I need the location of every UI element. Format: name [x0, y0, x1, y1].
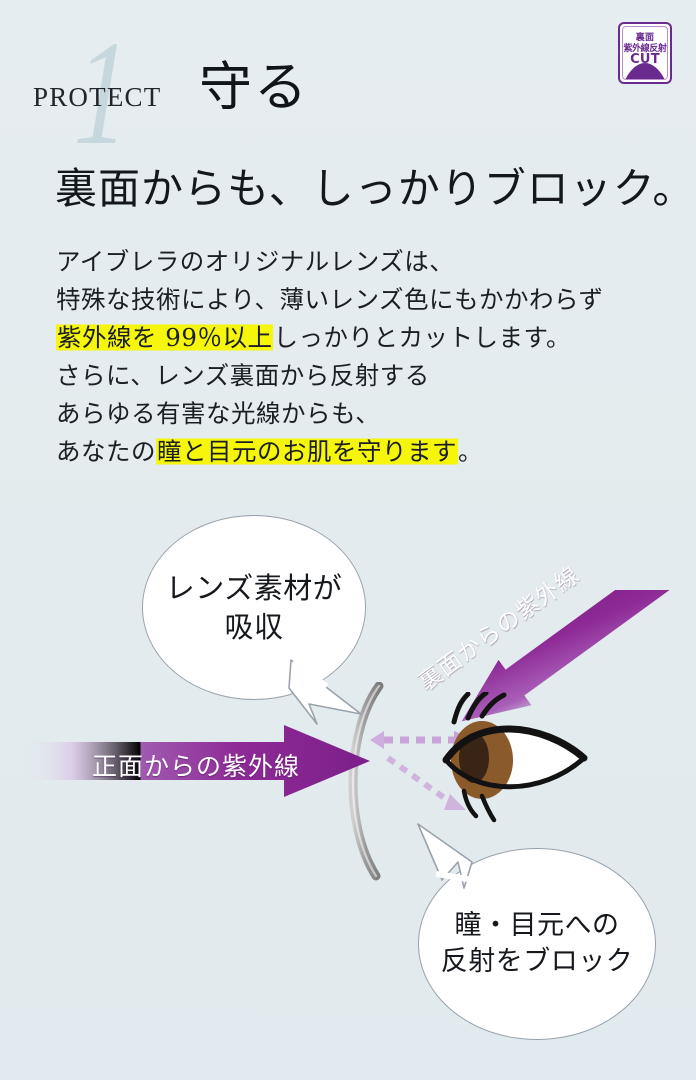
- badge-arc-shape: [623, 63, 667, 79]
- body-line-4: さらに、レンズ裏面から反射する: [56, 361, 430, 390]
- badge-line-2: 紫外線反射: [623, 44, 667, 54]
- bubble-absorb-line-1: レンズ素材が: [165, 571, 343, 606]
- bubble-absorb-line-2: 吸収: [224, 609, 284, 644]
- eye-illustration: [442, 692, 588, 823]
- section-eyebrow-protect: PROTECT: [33, 82, 162, 112]
- badge-inner-frame: 裏面 紫外線反射 CUT: [622, 26, 668, 80]
- body-line-6-tail: 。: [458, 437, 483, 466]
- lens-arc-icon: [348, 682, 384, 881]
- speech-bubble-absorb-tail: [288, 659, 362, 725]
- body-line-6-head: あなたの: [56, 437, 156, 466]
- front-uv-arrow-label: 正面からの紫外線: [91, 752, 300, 781]
- body-line-3-tail: しっかりとカットします。: [273, 323, 572, 352]
- bubble-block-line-1: 瞳・目元への: [454, 909, 620, 941]
- badge-line-1: 裏面: [635, 33, 655, 43]
- speech-bubble-absorb-text: レンズ素材が 吸収: [166, 569, 342, 646]
- body-line-1: アイブレラのオリジナルレンズは、: [56, 247, 455, 276]
- badge-line-3: CUT: [630, 52, 660, 67]
- upper-eyelashes: [451, 692, 507, 725]
- body-line-5: あらゆる有害な光線からも、: [56, 399, 381, 428]
- body-line-2: 特殊な技術により、薄いレンズ色にもかかわらず: [56, 285, 604, 314]
- speech-bubble-absorb: レンズ素材が 吸収: [142, 515, 366, 700]
- body-line-6: あなたの瞳と目元のお肌を守ります。: [56, 433, 604, 471]
- uv-reflection-cut-badge: 裏面 紫外線反射 CUT: [618, 22, 672, 84]
- speech-bubble-block-text: 瞳・目元への 反射をブロック: [441, 908, 634, 981]
- lower-eyelid-line: [443, 755, 587, 790]
- back-uv-arrow: [461, 590, 683, 722]
- section-headline-japanese: 守る: [199, 57, 309, 118]
- uv-protection-diagram: 正面からの紫外線 裏面からの紫外線: [0, 470, 696, 1080]
- pupil: [459, 733, 489, 783]
- speech-bubble-block-tail: [417, 823, 475, 889]
- lower-eyelashes: [461, 788, 497, 823]
- bubble-block-line-2: 反射をブロック: [440, 946, 634, 977]
- body-line-3: 紫外線を 99％以上しっかりとカットします。: [56, 319, 604, 357]
- body-line-6-highlight: 瞳と目元のお肌を守ります: [156, 437, 458, 466]
- body-line-3-highlight: 紫外線を 99％以上: [56, 323, 274, 352]
- upper-eyelid-line: [442, 725, 588, 764]
- body-copy: アイブレラのオリジナルレンズは、 特殊な技術により、薄いレンズ色にもかかわらず …: [56, 243, 604, 471]
- subheadline: 裏面からも、しっかりブロック。: [55, 164, 696, 213]
- front-uv-arrow: [22, 725, 370, 797]
